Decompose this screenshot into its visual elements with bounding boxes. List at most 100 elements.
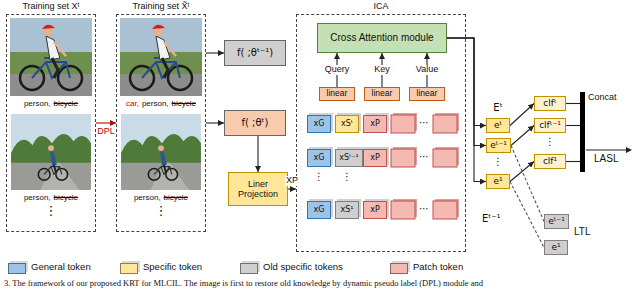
drawing-use [10, 18, 92, 96]
caption: 3. The framework of our proposed KRT for… [4, 279, 483, 289]
drawing-rect [433, 115, 457, 133]
node-text: xG [314, 119, 325, 128]
linear-box: linear [319, 87, 355, 101]
connector [447, 38, 486, 146]
general-token: xG [307, 149, 331, 167]
specific-token: xSᵗ⁻¹ [335, 149, 363, 167]
label-row: person,bicycle [7, 99, 95, 108]
drawing-rect [391, 201, 415, 219]
region-heading: Training set Xᵗ [0, 1, 103, 11]
class-label: person, [134, 193, 161, 202]
connector [566, 125, 580, 126]
old-model-box: f( ;θᵗ⁻¹) [224, 40, 286, 66]
class-label: person, [24, 193, 51, 202]
drawing-g [391, 113, 459, 219]
legend-swatch [8, 263, 26, 274]
ellipsis: ⋮ [335, 171, 359, 183]
legend-text: Patch token [413, 262, 463, 273]
classifier-box: clfᵗ [534, 96, 566, 111]
embedding-box: eᵗ [486, 118, 510, 133]
ellipsis: ⋯ [415, 151, 433, 163]
node-text: linear [417, 89, 438, 99]
node-text: xP [370, 153, 380, 162]
legend-text: Old specific tokens [263, 262, 343, 273]
node-text: xSᵗ [341, 119, 353, 128]
node-text: linear [372, 89, 393, 99]
ellipsis: ⋯ [415, 203, 433, 215]
specific-token: xSᵗ [335, 115, 359, 133]
dataset-panel: Training set X̃ᵗcar,person,bicycleperson… [116, 14, 206, 232]
projection-box: Liner Projection [228, 172, 288, 206]
node-text: f( ;θᵗ⁻¹) [237, 47, 273, 59]
label-row: person,bicycle [7, 193, 95, 202]
connector [206, 122, 224, 123]
old-embedding-box: e¹ [544, 240, 568, 255]
drawing-use [120, 18, 202, 96]
ellipsis: ⋮ [6, 204, 96, 219]
edge-label: XP [285, 176, 299, 186]
node-text: f( ;θᵗ) [242, 117, 269, 129]
connector [288, 188, 296, 189]
connector [257, 136, 258, 172]
connector [510, 104, 534, 126]
connector [96, 122, 116, 123]
node-text: Liner Projection [229, 179, 287, 200]
patch-token: xP [363, 201, 387, 219]
legend-swatch [240, 263, 258, 274]
drawing-rect [433, 201, 457, 219]
old-embedding-box: eᵗ⁻¹ [544, 214, 569, 229]
ellipsis: ⋯ [415, 117, 433, 129]
node-text: clfᵗ [543, 98, 556, 108]
legend-text: General token [31, 262, 91, 273]
classifier-box: clf¹ [534, 154, 566, 169]
ellipsis: ⋮ [116, 204, 206, 219]
class-label: bicycle [164, 193, 188, 202]
general-token: xG [307, 115, 331, 133]
drawing-rect [391, 149, 415, 167]
node-text: Cross Attention module [330, 32, 433, 44]
connector [566, 161, 580, 162]
drawing-rect [433, 149, 457, 167]
patch-token: xP [363, 149, 387, 167]
node-text: eᵗ⁻¹ [490, 140, 507, 150]
node-text: e¹ [551, 242, 560, 252]
class-label: car, [126, 99, 139, 108]
connector [510, 182, 544, 248]
dataset-panel: Training set Xᵗperson,bicycleperson,bicy… [6, 14, 96, 232]
connector [510, 162, 534, 182]
class-label: person, [24, 99, 51, 108]
specific-token: xS¹ [335, 201, 359, 219]
node-text: xP [370, 205, 380, 214]
loss-label: LTL [574, 226, 591, 238]
connector [566, 103, 580, 104]
class-label: bicycle [172, 99, 196, 108]
label-row: person,bicycle [117, 193, 205, 202]
patch-token: xP [363, 115, 387, 133]
ellipsis: ⋮ [307, 171, 331, 183]
linear-box: linear [409, 87, 445, 101]
concat-bar [580, 92, 585, 172]
loss-label: LASL [594, 153, 618, 165]
node-text: xP [370, 119, 380, 128]
node-text: eᵗ [494, 120, 502, 130]
edge-label: DPL [96, 127, 116, 137]
general-token: xG [307, 201, 331, 219]
ellipsis: ⋮ [486, 156, 510, 168]
connector [447, 38, 486, 126]
connector [447, 38, 486, 182]
ellipsis: ⋮ [534, 136, 566, 148]
node-text: linear [327, 89, 348, 99]
connector [511, 126, 534, 146]
drawing-rect [391, 115, 415, 133]
node-text: xG [314, 205, 325, 214]
drawing-path [626, 147, 632, 153]
attention-module: Cross Attention module [317, 23, 447, 53]
embedding-box: e¹ [486, 174, 510, 189]
label-row: car,person,bicycle [117, 99, 205, 108]
node-text: e¹ [493, 176, 502, 186]
ica-region: ICACross Attention modulelinearlinearlin… [296, 14, 466, 252]
node-text: Concat [588, 92, 617, 102]
node-text: clf¹ [543, 156, 557, 166]
set-label: Eᵗ⁻¹ [482, 213, 501, 225]
